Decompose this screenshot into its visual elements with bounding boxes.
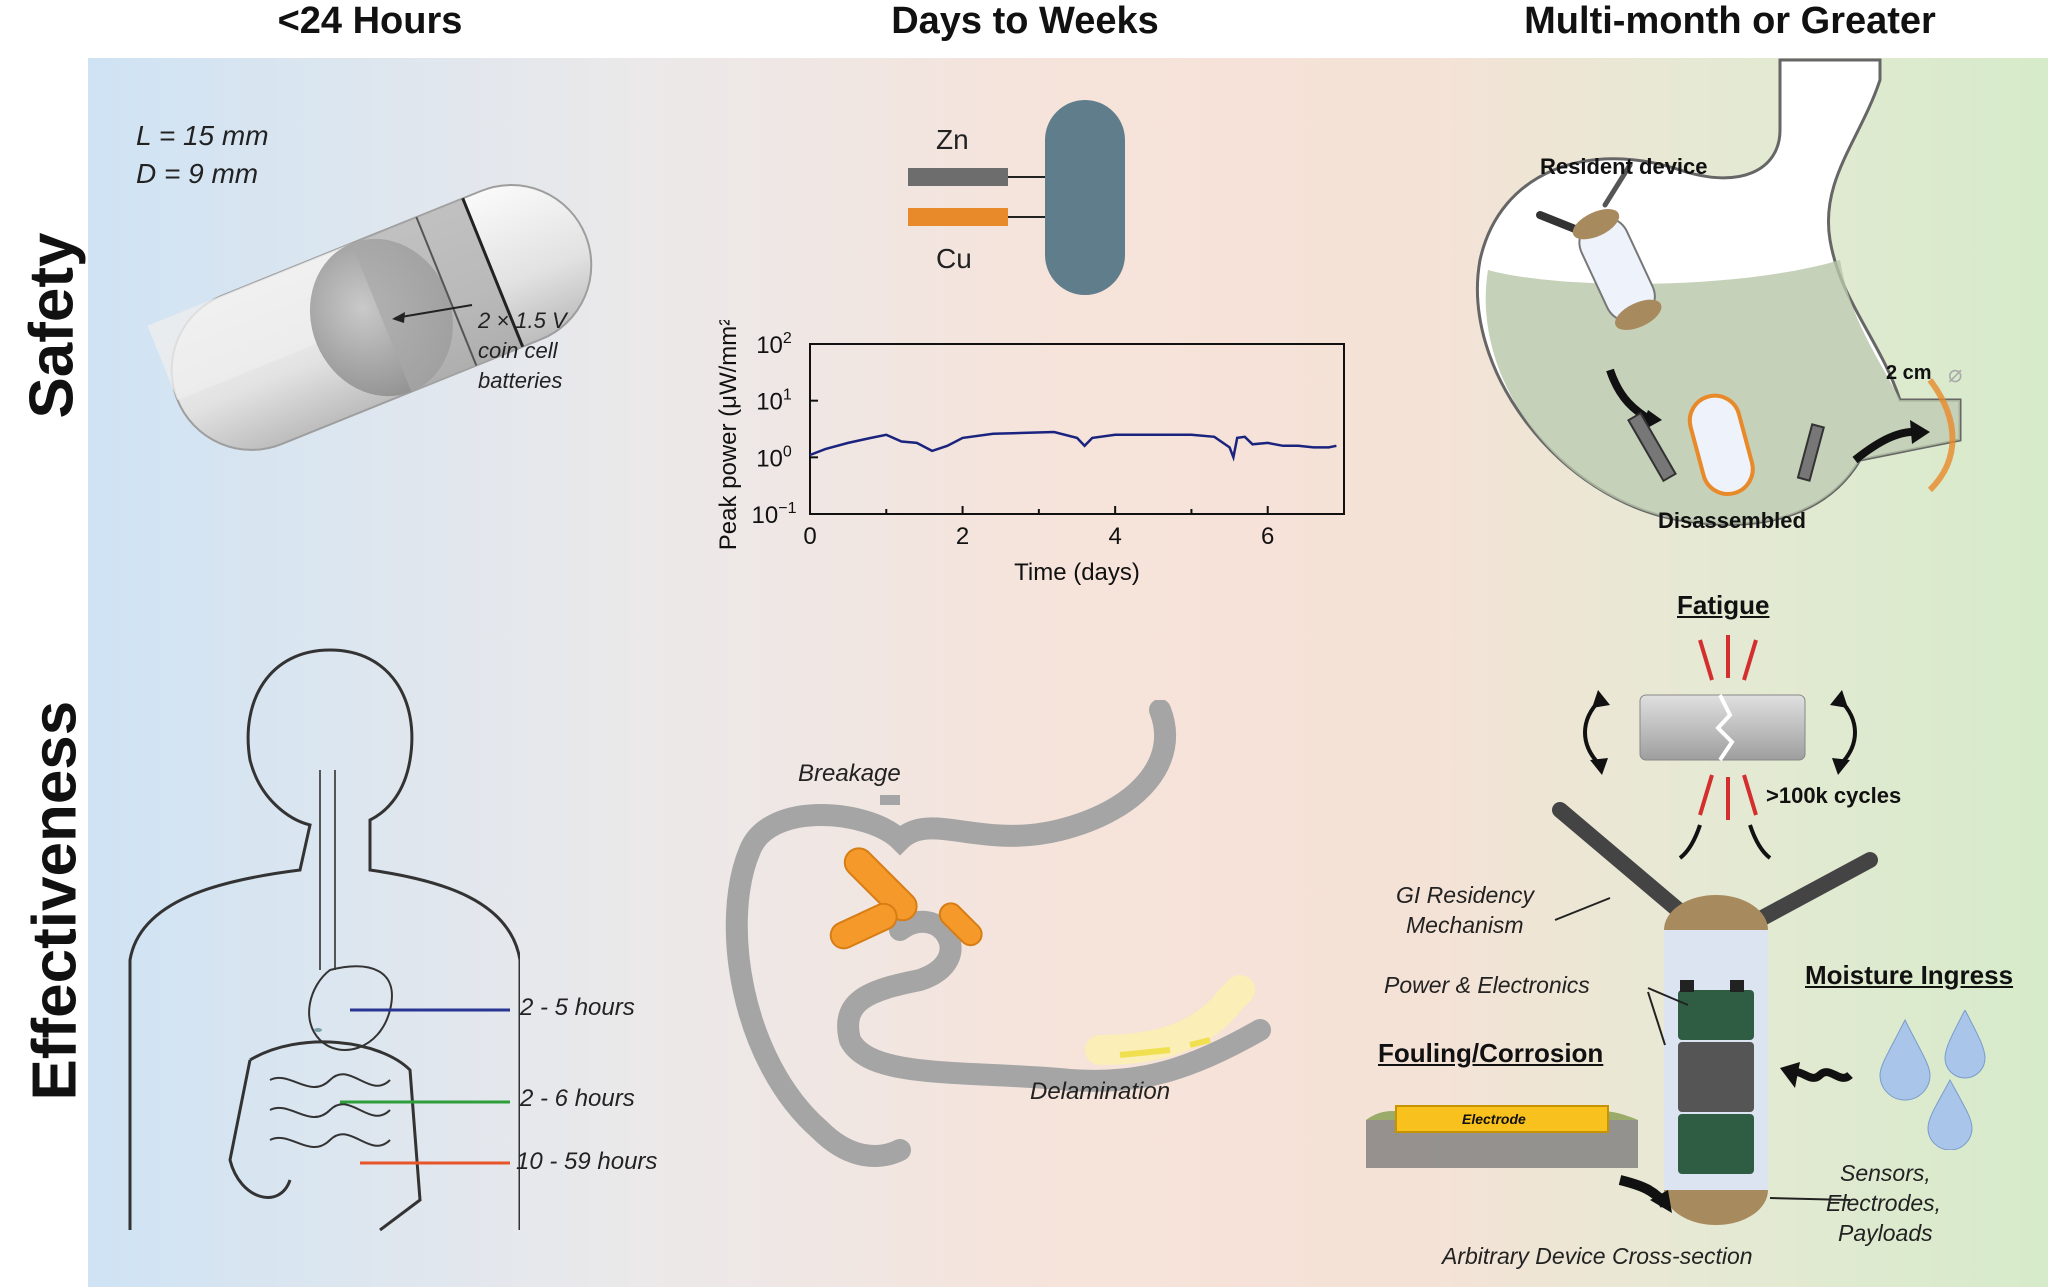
x-tick-label: 2 bbox=[956, 523, 969, 550]
battery-label-1: 2 × 1.5 V bbox=[478, 308, 567, 333]
capsule-diameter-label: D = 9 mm bbox=[136, 158, 259, 189]
cross-section-label: Arbitrary Device Cross-section bbox=[1442, 1243, 1753, 1269]
diameter-symbol: ⌀ bbox=[1948, 361, 1963, 388]
battery-label-2: coin cell bbox=[478, 338, 558, 363]
gi-residency-label-1: GI Residency bbox=[1396, 882, 1535, 908]
stomach-time-label: 2 - 5 hours bbox=[520, 994, 635, 1021]
x-axis-label: Time (days) bbox=[1014, 559, 1140, 586]
column-title-medium: Days to Weeks bbox=[891, 0, 1159, 42]
galvanic-cell bbox=[908, 100, 1125, 295]
row-title-safety: Safety bbox=[17, 232, 87, 419]
small-intestine-time-label: 2 - 6 hours bbox=[520, 1085, 635, 1112]
fatigue-heading: Fatigue bbox=[1677, 590, 1770, 620]
battery-label-3: batteries bbox=[478, 368, 563, 393]
y-axis-label: Peak power (μW/mm²) bbox=[715, 320, 742, 550]
y-tick-label: 100 bbox=[756, 443, 792, 472]
water-drops-icon bbox=[1879, 1010, 1986, 1150]
chart-frame bbox=[809, 343, 1345, 515]
peak-power-series bbox=[809, 430, 1337, 462]
capsule-length-label: L = 15 mm bbox=[136, 120, 269, 151]
device-cross-section bbox=[1552, 802, 1878, 1225]
power-electronics-label: Power & Electronics bbox=[1384, 972, 1590, 998]
electrode-illustration bbox=[1366, 1105, 1638, 1168]
fatigue-illustration bbox=[1583, 635, 1857, 860]
copper-label: Cu bbox=[936, 243, 972, 274]
electrode-label: Electrode bbox=[1462, 1111, 1526, 1127]
battery-pointer-arrow bbox=[394, 304, 473, 319]
sensors-label-3: Payloads bbox=[1838, 1220, 1933, 1246]
sensors-label-2: Electrodes, bbox=[1826, 1190, 1942, 1216]
y-tick-label: 10−1 bbox=[752, 500, 797, 529]
gi-transit-lines bbox=[340, 1008, 510, 1165]
x-tick-label: 6 bbox=[1261, 523, 1274, 550]
gi-tract-failure-illustration bbox=[725, 700, 1271, 1167]
stomach-illustration bbox=[1476, 58, 1962, 526]
disassembled-label: Disassembled bbox=[1658, 508, 1806, 533]
gi-residency-label-2: Mechanism bbox=[1406, 912, 1524, 938]
fouling-corrosion-heading: Fouling/Corrosion bbox=[1378, 1038, 1604, 1068]
column-title-short: <24 Hours bbox=[277, 0, 463, 42]
moisture-ingress-heading: Moisture Ingress bbox=[1805, 960, 2014, 990]
delamination-label: Delamination bbox=[1030, 1078, 1171, 1105]
capsule-illustration bbox=[147, 184, 593, 451]
breakage-label: Breakage bbox=[798, 760, 901, 787]
x-tick-label: 4 bbox=[1108, 523, 1121, 550]
size-label: 2 cm bbox=[1886, 362, 1932, 384]
y-tick-label: 101 bbox=[756, 387, 792, 416]
row-title-effectiveness: Effectiveness bbox=[20, 700, 90, 1101]
sensors-label-1: Sensors, bbox=[1840, 1160, 1931, 1186]
large-intestine-time-label: 10 - 59 hours bbox=[516, 1148, 658, 1175]
y-tick-label: 102 bbox=[756, 330, 792, 359]
x-tick-label: 0 bbox=[803, 523, 816, 550]
cycles-label: >100k cycles bbox=[1766, 783, 1902, 808]
zinc-label: Zn bbox=[936, 124, 969, 155]
peak-power-chart: 0 2 4 6 102 101 100 10−1 Time (days) Peak powe… bbox=[715, 320, 1345, 586]
resident-device-label: Resident device bbox=[1540, 154, 1708, 179]
human-gi-silhouette bbox=[128, 648, 520, 1232]
column-title-long: Multi-month or Greater bbox=[1524, 0, 1936, 42]
